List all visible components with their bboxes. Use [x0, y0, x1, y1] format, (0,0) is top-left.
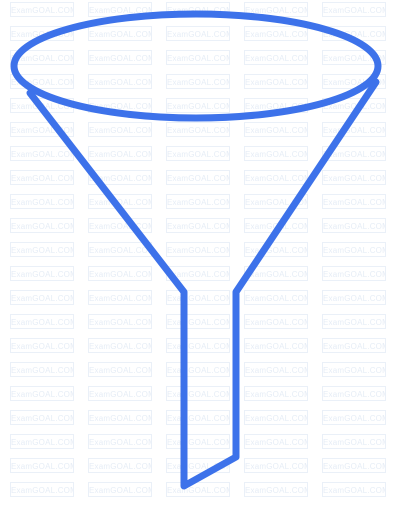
- funnel-rim: [10, 10, 382, 122]
- funnel-cone: [26, 78, 380, 490]
